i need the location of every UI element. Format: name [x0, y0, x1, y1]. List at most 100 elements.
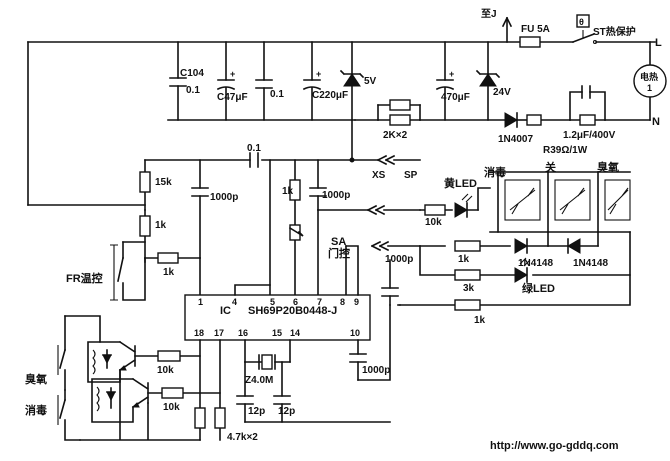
resistor-15k: 15k: [139, 159, 172, 211]
cap-1000p-a-label: 1000p: [210, 192, 238, 203]
cap-1000p-c-label: 1000p: [385, 254, 413, 265]
heater-number: 1: [647, 83, 652, 93]
fuse: FU 5A: [519, 24, 550, 48]
chouyang-label: 臭氧: [597, 160, 619, 174]
zener-5v-label: 5V: [364, 76, 377, 87]
cap-top-label: 0.1: [247, 143, 261, 154]
svg-text:+: +: [449, 69, 454, 79]
resistor-1k-b-label: 1k: [163, 267, 175, 278]
crystal-4m: Z4.0M: [244, 339, 291, 386]
watermark: http://www.go-gddq.com: [490, 440, 619, 452]
resistor-10k-c: 10k: [161, 387, 184, 413]
heater-label: 电热: [640, 71, 658, 82]
cap-1-2uf: 1.2μF/400V R39Ω/1W: [543, 85, 616, 156]
resistor-15k-label: 15k: [155, 177, 172, 188]
transistor-q1: [118, 340, 137, 372]
fr-label: FR温控: [66, 271, 103, 285]
resistor-1k-a-label: 1k: [155, 220, 167, 231]
green-led-label: 绿LED: [522, 281, 555, 295]
diode-1n4148-a: 1N4148: [514, 238, 553, 269]
sp-label: SP: [404, 170, 418, 181]
c01-label: 0.1: [270, 89, 284, 100]
resistor-10k-c-label: 10k: [163, 402, 180, 413]
resistor-1k-b: 1k: [157, 252, 179, 278]
ic-pin-6: 6: [293, 297, 298, 307]
cap-1000p-d-label: 1000p: [362, 365, 390, 376]
thermal-switch: θ ST热保护: [571, 14, 636, 45]
resistor-2k: 2K×2: [377, 99, 421, 141]
sa-door-control: SA 门控: [328, 236, 421, 296]
diode-1n4007-label: 1N4007: [498, 134, 533, 145]
resistor-1k-c-label: 1k: [282, 186, 294, 197]
guan-label: 关: [545, 160, 556, 174]
c220: + C220μF: [302, 41, 348, 121]
cap-12p-b: 12p: [273, 361, 295, 423]
menkong-label: 门控: [328, 246, 350, 260]
resistor-4-7k: 4.7k×2: [194, 339, 258, 443]
to-j-label: 至J: [481, 8, 497, 20]
ic-pin-5: 5: [270, 297, 275, 307]
resistor-1k-d-label: 1k: [458, 254, 470, 265]
cap-12p-b-label: 12p: [278, 406, 295, 417]
resistor-4-7k-label: 4.7k×2: [227, 432, 258, 443]
resistor-10k-a-label: 10k: [425, 217, 442, 228]
sa-label: SA: [331, 236, 346, 248]
ic-pin-18: 18: [194, 328, 204, 338]
crystal-label: Z4.0M: [245, 375, 273, 386]
cap-1000p-b-label: 1000p: [322, 190, 350, 201]
cap-top-0-1: 0.1: [247, 143, 261, 168]
c104-name: C104: [180, 68, 204, 79]
ic-pin-10: 10: [350, 328, 360, 338]
cap-1000p-c: 1000p: [381, 254, 413, 306]
transistor-q2: [131, 377, 150, 409]
chouyang-left-label: 臭氧: [25, 372, 47, 386]
zener-24v: 24V: [475, 41, 511, 121]
switch-disinfect: 消毒: [25, 389, 81, 441]
ic-pin-16: 16: [238, 328, 248, 338]
resistor-1k-c: 1k: [282, 159, 304, 296]
diode-1n4007: 1N4007: [498, 112, 542, 145]
resistor-3k: 3k: [454, 269, 481, 294]
cap-1000p-b: 1000p: [309, 159, 350, 211]
ic-pin-4: 4: [232, 297, 237, 307]
relay-ozone: [87, 341, 121, 383]
c470-label: 470μF: [441, 92, 470, 103]
svg-text:+: +: [316, 69, 321, 79]
heater: 电热 1: [633, 64, 667, 98]
xiaodu-left-label: 消毒: [25, 403, 47, 417]
ic-part: SH69P20B0448-J: [248, 305, 337, 317]
xs-sp-connector: XS SP: [372, 154, 421, 181]
ic-pin-9: 9: [354, 297, 359, 307]
ic-sh69p20: IC SH69P20B0448-J 1 4 5 6 7 8 9 18 17 16…: [184, 294, 371, 341]
line-l-label: L: [655, 37, 662, 49]
line-n-label: N: [652, 116, 660, 128]
resistor-2k-label: 2K×2: [383, 130, 408, 141]
relay-disinfect: [91, 378, 134, 423]
resistor-10k-b: 10k: [157, 350, 181, 376]
ic-pin-7: 7: [317, 297, 322, 307]
fr-temp-switch: FR温控: [66, 241, 146, 301]
triac-array: 消毒 关 臭氧: [484, 160, 631, 233]
resistor-10k-a: 10k: [419, 204, 453, 228]
c104-value: 0.1: [186, 85, 200, 96]
xiaodu-top-label: 消毒: [484, 165, 506, 179]
xs-label: XS: [372, 170, 386, 181]
c220-label: C220μF: [312, 90, 348, 101]
row2-connector: [366, 204, 421, 216]
c470: + 470μF: [435, 41, 470, 121]
ic-pin-8: 8: [340, 297, 345, 307]
ic-name: IC: [220, 305, 231, 317]
ic-pin-14: 14: [290, 328, 300, 338]
r39-label: R39Ω/1W: [543, 145, 588, 156]
fuse-label: FU 5A: [521, 24, 550, 35]
c104: C104 0.1: [169, 41, 204, 121]
cap-12p-a: 12p: [236, 361, 265, 423]
zener-24v-label: 24V: [493, 87, 511, 98]
yellow-led-label: 黄LED: [444, 176, 477, 190]
switch-ozone: 臭氧: [25, 315, 101, 391]
cap-1000p-a: 1000p: [191, 159, 238, 259]
c47: + C47μF: [216, 41, 248, 121]
power-rails: [27, 17, 656, 206]
cap-1-2uf-label: 1.2μF/400V: [563, 130, 616, 141]
